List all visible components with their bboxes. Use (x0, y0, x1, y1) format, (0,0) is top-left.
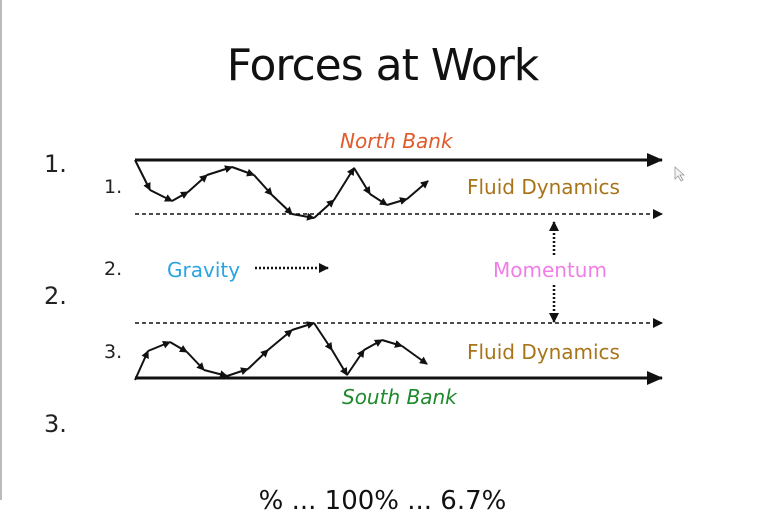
flow-arrow-segment (381, 339, 403, 348)
flow-arrow-segment (147, 340, 171, 352)
flow-arrow-segment (346, 349, 365, 376)
flow-arrow-segment (331, 349, 348, 376)
flow-arrow-segment (353, 167, 371, 195)
flow-arrow-segment (186, 351, 205, 371)
flow-arrow-segment (134, 350, 149, 381)
slide: Forces at Work 1. 2. 3. 1. 2. 3. North B… (0, 0, 686, 516)
flow-arrow-segment (169, 341, 188, 353)
flow-arrow-segment (271, 194, 293, 215)
north-bank-label: North Bank (340, 129, 453, 153)
flow-arrow-segment (231, 166, 255, 177)
top-flow-arrows (134, 159, 429, 221)
bottom-text-partial: % ... 100% ... 6.7% (258, 486, 507, 516)
flow-arrow-segment (313, 322, 333, 351)
flow-arrow-segment (149, 189, 173, 202)
flow-arrow-segment (267, 329, 293, 351)
row-number-3: 3. (104, 341, 123, 363)
flow-arrow-segment (363, 339, 383, 351)
outline-number-2: 2. (44, 282, 67, 310)
row-number-1: 1. (104, 176, 123, 198)
outline-number-1: 1. (44, 150, 67, 178)
flow-arrow-segment (401, 345, 428, 365)
south-bank-label: South Bank (342, 385, 457, 409)
flow-arrow-segment (187, 174, 208, 193)
flow-arrow-segment (386, 197, 408, 206)
flow-arrow-segment (369, 193, 388, 206)
slide-title: Forces at Work (226, 40, 540, 91)
flow-arrow-segment (247, 349, 269, 370)
flow-arrow-segment (291, 321, 315, 331)
gravity-label: Gravity (167, 258, 241, 282)
momentum-label: Momentum (493, 258, 607, 282)
flow-arrow-segment (171, 191, 189, 202)
flow-arrow-segment (206, 165, 233, 176)
flow-diagram (134, 153, 686, 385)
row-number-2: 2. (104, 258, 123, 280)
flow-arrow-segment (203, 369, 228, 379)
flow-arrow-segment (333, 167, 355, 201)
flow-arrow-segment (291, 212, 315, 221)
fluid-dynamics-bottom-label: Fluid Dynamics (467, 340, 620, 364)
mouse-cursor-icon (674, 166, 686, 182)
bottom-flow-arrows (134, 321, 428, 381)
flow-arrow-segment (313, 199, 335, 219)
flow-arrow-segment (226, 367, 249, 377)
fluid-dynamics-top-label: Fluid Dynamics (467, 175, 620, 199)
flow-arrow-segment (406, 180, 429, 200)
flow-arrow-segment (253, 174, 273, 196)
flow-arrow-segment (134, 159, 151, 191)
outline-number-3: 3. (44, 410, 67, 438)
